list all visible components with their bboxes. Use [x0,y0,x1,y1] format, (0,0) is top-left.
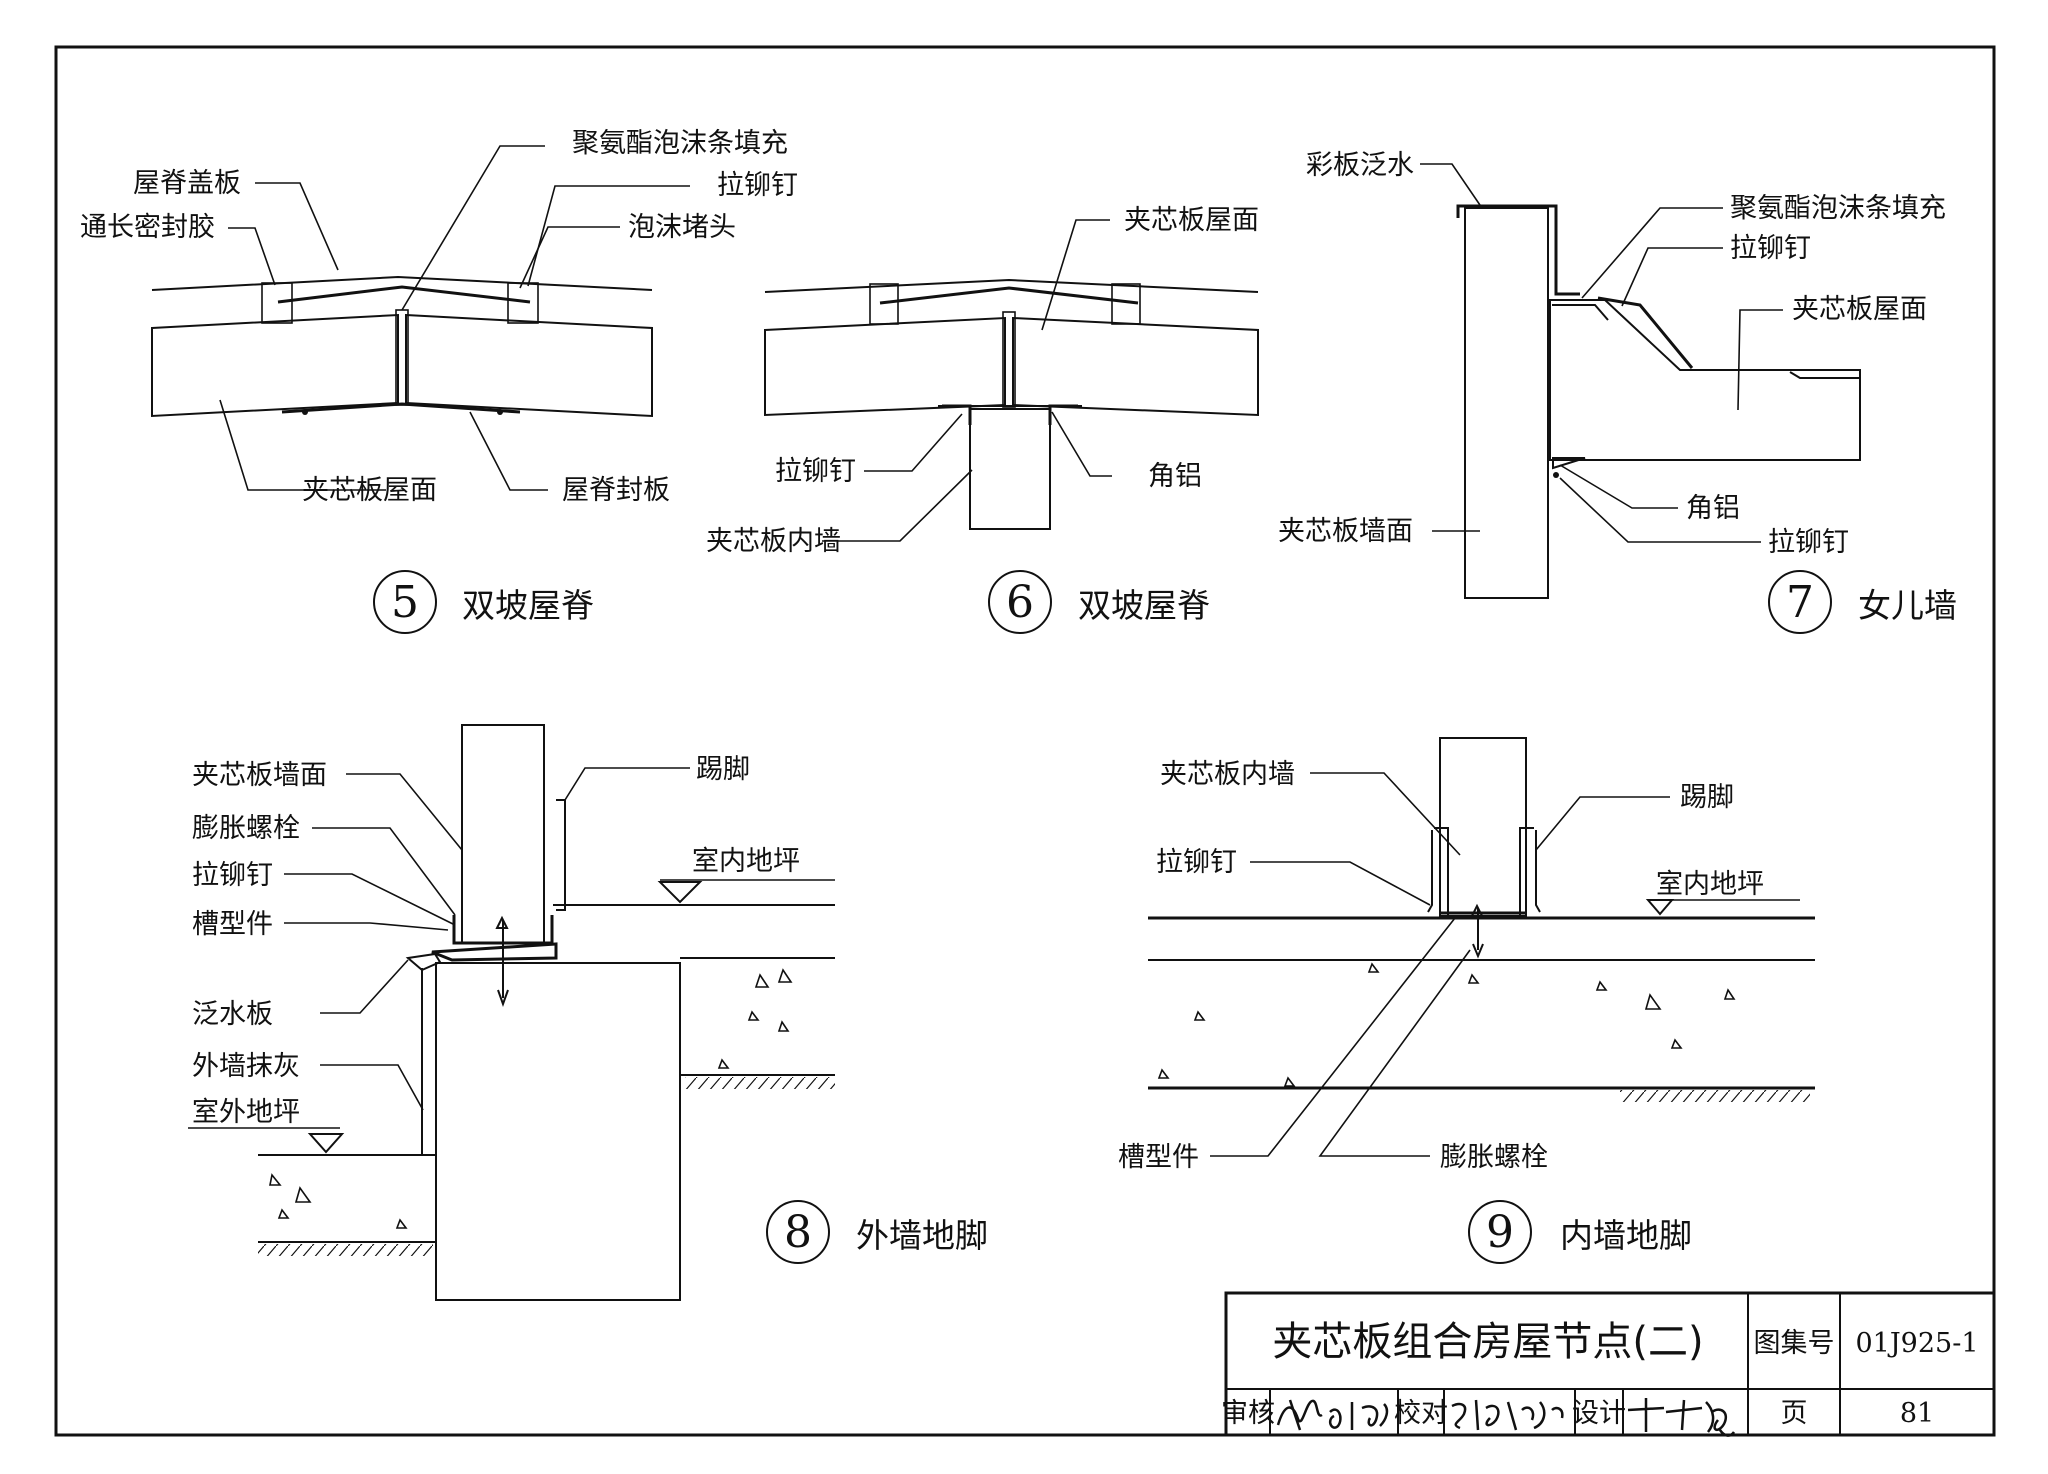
title-block-design-label: 设计 [1572,1398,1626,1429]
title-block-atlas-label: 图集号 [1754,1328,1835,1359]
detail-6-leaders [822,219,1112,542]
detail-9-leaders [1210,772,1800,1157]
drawing-frame [54,45,1996,1437]
d6-title: 双坡屋脊 [1078,586,1210,625]
d9-title: 内墙地脚 [1560,1216,1692,1255]
d6-number: 6 [1006,577,1034,628]
detail-5-drawing [151,275,653,418]
d6-label-angle: 角铝 [1148,461,1202,492]
d8-label-skirting: 踢脚 [696,754,750,785]
d9-number: 9 [1486,1207,1514,1258]
d5-label-foam-plug: 泡沫堵头 [628,212,736,243]
d9-label-channel: 槽型件 [1118,1142,1199,1173]
title-block-title: 夹芯板组合房屋节点(二) [1272,1319,1703,1365]
d8-label-flashing: 泛水板 [192,999,273,1030]
title-block-review-label: 审核 [1221,1398,1275,1429]
d5-title: 双坡屋脊 [462,586,594,625]
d8-label-bolt: 膨胀螺栓 [192,813,300,844]
d5-label-rivet: 拉铆钉 [717,170,798,201]
d5-label-sealant: 通长密封胶 [80,212,215,243]
d6-label-rivet: 拉铆钉 [775,456,856,487]
d8-number-circle [766,1200,830,1264]
d9-label-floor: 室内地坪 [1656,869,1764,900]
d7-label-rivet2: 拉铆钉 [1768,527,1849,558]
d8-label-rivet: 拉铆钉 [192,860,273,891]
d7-label-angle: 角铝 [1686,493,1740,524]
d8-label-plaster: 外墙抹灰 [192,1051,300,1082]
detail-9-drawing [1148,737,1815,1102]
d7-number-circle [1768,570,1832,634]
d8-number: 8 [784,1207,812,1258]
d7-label-wall: 夹芯板墙面 [1278,516,1413,547]
d5-number: 5 [391,577,419,628]
d5-label-ridge-seal: 屋脊封板 [562,475,670,506]
d7-label-flashing: 彩板泛水 [1306,150,1414,181]
d5-label-roof: 夹芯板屋面 [302,475,437,506]
d5-label-foam-fill: 聚氨酯泡沫条填充 [572,128,788,159]
d6-number-circle [988,570,1052,634]
title-block-atlas-no: 01J925-1 [1855,1328,1978,1359]
d7-title: 女儿墙 [1858,586,1957,625]
detail-8-drawing [258,724,835,1301]
title-block-check-label: 校对 [1394,1398,1448,1429]
d8-label-floor: 室内地坪 [692,846,800,877]
d8-title: 外墙地脚 [856,1216,988,1255]
d9-label-inner-wall: 夹芯板内墙 [1160,759,1295,790]
d9-label-bolt: 膨胀螺栓 [1440,1142,1548,1173]
d7-label-roof: 夹芯板屋面 [1792,294,1927,325]
detail-7-drawing [1456,204,1861,599]
detail-5-leaders [219,145,690,491]
d8-label-channel: 槽型件 [192,909,273,940]
d8-label-outdoor: 室外地坪 [192,1097,300,1128]
title-block-page-label: 页 [1781,1398,1808,1429]
design-signature [1627,1398,1736,1437]
d6-label-inner-wall: 夹芯板内墙 [706,526,841,557]
d7-label-rivet: 拉铆钉 [1730,233,1811,264]
detail-6-drawing [764,278,1259,530]
check-signature [1451,1399,1564,1431]
d8-label-wall: 夹芯板墙面 [192,760,327,791]
d9-label-rivet: 拉铆钉 [1156,847,1237,878]
detail-7-leaders [1420,163,1783,543]
d5-label-ridge-cap: 屋脊盖板 [133,168,241,199]
review-signature [1276,1399,1389,1431]
d7-number: 7 [1786,577,1814,628]
d7-label-foam-fill: 聚氨酯泡沫条填充 [1730,193,1946,224]
d5-number-circle [373,570,437,634]
title-block-page-no: 81 [1900,1398,1934,1429]
title-block-grid [1224,1291,1996,1437]
d9-label-skirting: 踢脚 [1680,782,1734,813]
d6-label-roof: 夹芯板屋面 [1124,205,1259,236]
d9-number-circle [1468,1200,1532,1264]
detail-8-leaders [188,767,835,1129]
